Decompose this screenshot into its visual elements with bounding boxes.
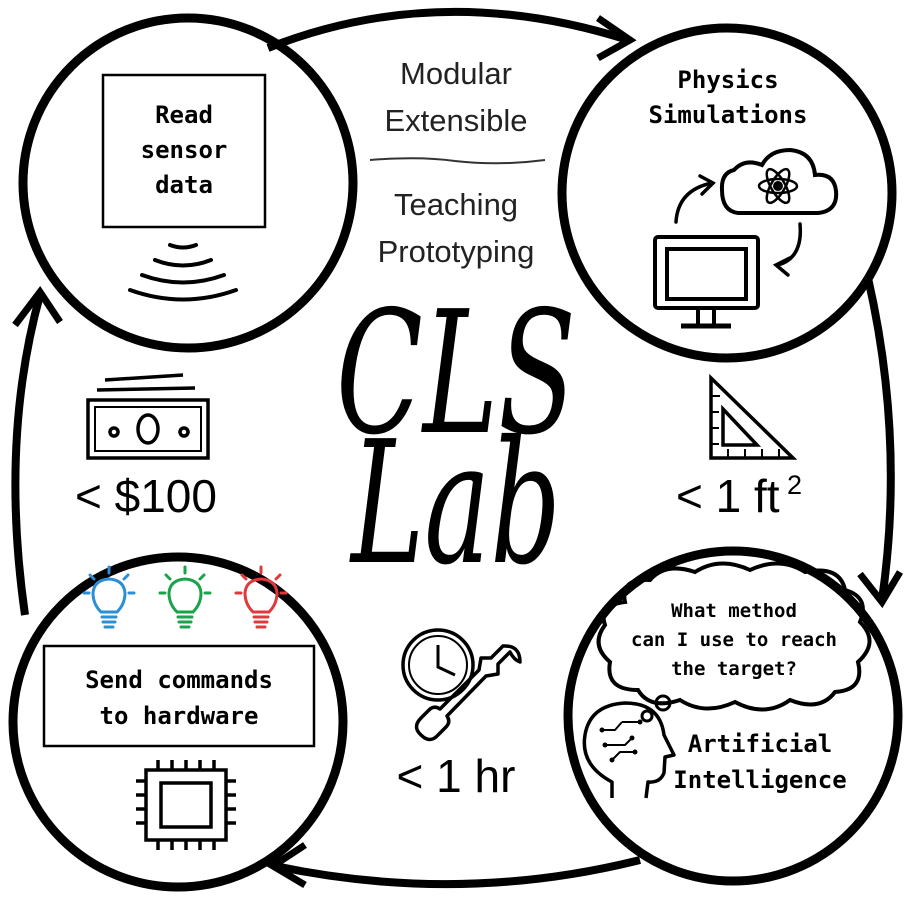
hardware-box [42, 644, 316, 748]
hardware-line1: Send commands [85, 666, 273, 694]
hardware-circle [8, 552, 348, 892]
time-label: < 1 hr [397, 750, 516, 802]
thought-text: What method can I use to reach the targe… [631, 600, 837, 680]
sensor-circle [18, 13, 358, 353]
size-label: < 1 ft 2 [676, 470, 802, 522]
bulb-red [234, 565, 288, 629]
thought-bubble-icon [596, 561, 872, 723]
hardware-line2: to hardware [100, 702, 259, 730]
feature-list: Modular Extensible Teaching Prototyping [378, 56, 535, 269]
arc-bottom [274, 856, 641, 889]
ai-circle [563, 546, 903, 886]
cycle-arrows [11, 7, 904, 889]
arrowhead-top [596, 15, 637, 62]
arrowhead-right [857, 570, 904, 609]
ai-line2: Intelligence [673, 766, 846, 794]
bulb-blue [82, 565, 136, 629]
feature-modular: Modular [400, 56, 512, 91]
sound-wave-icon [128, 243, 238, 302]
lightbulb-icon [82, 565, 288, 629]
title-cls: CLS [336, 275, 576, 473]
size-label-main: < 1 ft [676, 470, 780, 522]
thought-line3: the target? [671, 658, 797, 680]
ai-line1: Artificial [688, 730, 833, 758]
ai-label: Artificial Intelligence [673, 730, 846, 794]
wrench-icon [414, 644, 522, 742]
arc-right [864, 277, 895, 601]
cloud-atom-icon [719, 147, 839, 215]
physics-circle [557, 23, 897, 363]
clock-icon [401, 628, 475, 702]
cycle-arrows-icon [674, 174, 803, 277]
arc-top [266, 7, 630, 52]
sensor-box [101, 73, 267, 229]
sensor-line1: Read [155, 101, 213, 129]
arc-left [11, 293, 44, 616]
ai-head-icon [582, 701, 676, 799]
thought-line2: can I use to reach [631, 629, 837, 651]
chip-icon [136, 760, 236, 850]
feature-prototyping: Prototyping [378, 234, 535, 269]
thought-line1: What method [671, 600, 797, 622]
arrowhead-left [12, 285, 63, 328]
physics-label: Physics Simulations [649, 66, 808, 129]
money-icon [86, 373, 210, 460]
set-square-icon [709, 373, 798, 460]
divider-line [369, 157, 546, 165]
center-title: CLS Lab [336, 275, 576, 603]
feature-extensible: Extensible [384, 103, 527, 138]
cost-label: < $100 [75, 470, 217, 522]
sensor-line2: sensor [141, 136, 228, 164]
title-lab: Lab [349, 405, 561, 603]
monitor-icon [653, 235, 760, 329]
feature-teaching: Teaching [394, 187, 518, 222]
bulb-green [158, 565, 212, 629]
size-label-sup: 2 [787, 470, 802, 500]
hardware-label: Send commands to hardware [85, 666, 273, 730]
sensor-label: Read sensor data [141, 101, 228, 199]
physics-line2: Simulations [649, 101, 808, 129]
physics-line1: Physics [677, 66, 778, 94]
arrowhead-bottom [266, 842, 307, 889]
sensor-line3: data [155, 171, 213, 199]
